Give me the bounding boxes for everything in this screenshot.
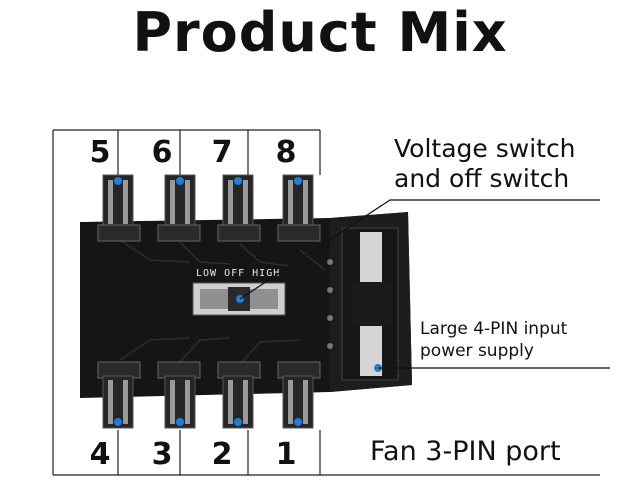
grid-frame bbox=[52, 129, 600, 476]
fan-connector-3[interactable] bbox=[157, 361, 201, 429]
port-number-4: 4 bbox=[89, 437, 111, 472]
fan-connector-8[interactable] bbox=[277, 174, 321, 242]
fan-connector-2[interactable] bbox=[217, 361, 261, 429]
fan-connector-1[interactable] bbox=[277, 361, 321, 429]
port-number-1: 1 bbox=[275, 437, 297, 472]
switch-label: LOW OFF HIGH bbox=[196, 268, 280, 279]
page-title: Product Mix bbox=[132, 1, 508, 64]
callout-lines bbox=[239, 199, 610, 369]
port-number-5: 5 bbox=[89, 135, 111, 170]
power-callout-line1: Large 4-PIN input bbox=[420, 319, 568, 339]
fan-connector-7[interactable] bbox=[217, 174, 261, 242]
power-input-callout: Large 4-PIN input power supply bbox=[420, 318, 567, 362]
port-number-7: 7 bbox=[211, 135, 233, 170]
port-number-6: 6 bbox=[151, 135, 173, 170]
port-number-3: 3 bbox=[151, 437, 173, 472]
molex-power-connector[interactable] bbox=[341, 227, 399, 381]
fan-connector-4[interactable] bbox=[97, 361, 141, 429]
voltage-callout-line2: and off switch bbox=[394, 164, 570, 193]
power-callout-line2: power supply bbox=[420, 341, 534, 361]
fan-connector-5[interactable] bbox=[97, 174, 141, 242]
voltage-switch-callout: Voltage switch and off switch bbox=[394, 134, 576, 194]
port-number-8: 8 bbox=[275, 135, 297, 170]
voltage-slide-switch[interactable] bbox=[192, 282, 286, 316]
fan-port-callout: Fan 3-PIN port bbox=[370, 436, 561, 467]
voltage-callout-line bbox=[239, 199, 600, 300]
fan-connector-6[interactable] bbox=[157, 174, 201, 242]
top-fan-connectors bbox=[97, 174, 321, 242]
bottom-fan-connectors bbox=[97, 361, 321, 429]
port-number-2: 2 bbox=[211, 437, 233, 472]
voltage-callout-line1: Voltage switch bbox=[394, 134, 576, 163]
